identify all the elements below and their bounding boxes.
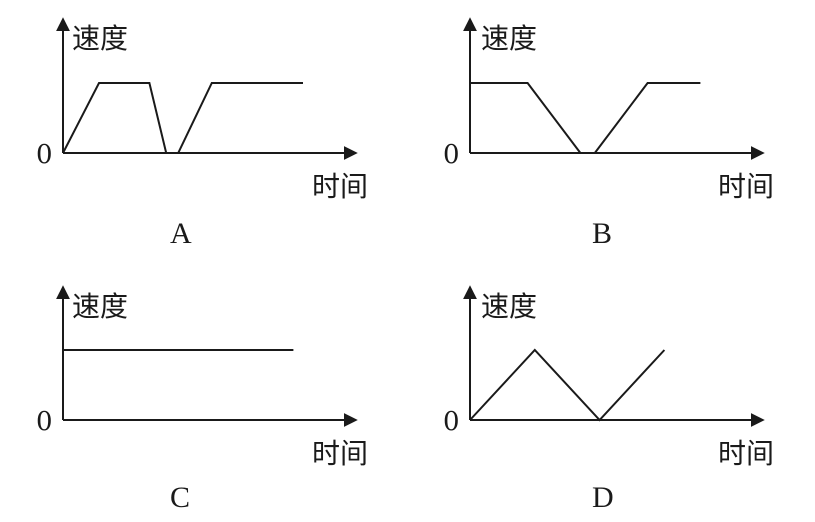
panel-b: 速度 时间 0 B	[443, 17, 774, 250]
origin-label: 0	[36, 407, 53, 437]
x-axis-label: 时间	[718, 437, 774, 470]
y-axis-label: 速度	[481, 22, 537, 55]
panel-letter: B	[592, 217, 612, 250]
panel-letter: C	[170, 481, 190, 514]
velocity-curve	[469, 348, 666, 422]
x-axis-label: 时间	[718, 170, 774, 203]
panel-a: 速度 时间 0 A	[36, 17, 368, 250]
panel-letter: D	[592, 481, 614, 514]
x-axis-label: 时间	[312, 437, 368, 470]
x-axis-label: 时间	[312, 170, 368, 203]
velocity-curve	[62, 82, 303, 154]
panel-letter: A	[170, 217, 192, 250]
y-axis-label: 速度	[481, 290, 537, 323]
origin-label: 0	[36, 140, 53, 170]
velocity-curve	[470, 82, 701, 154]
panel-d: 速度 时间 0 D	[443, 285, 774, 514]
origin-label: 0	[443, 407, 460, 437]
y-axis-label: 速度	[72, 22, 128, 55]
origin-label: 0	[443, 140, 460, 170]
panel-c: 速度 时间 0 C	[36, 285, 368, 514]
y-axis-label: 速度	[72, 290, 128, 323]
